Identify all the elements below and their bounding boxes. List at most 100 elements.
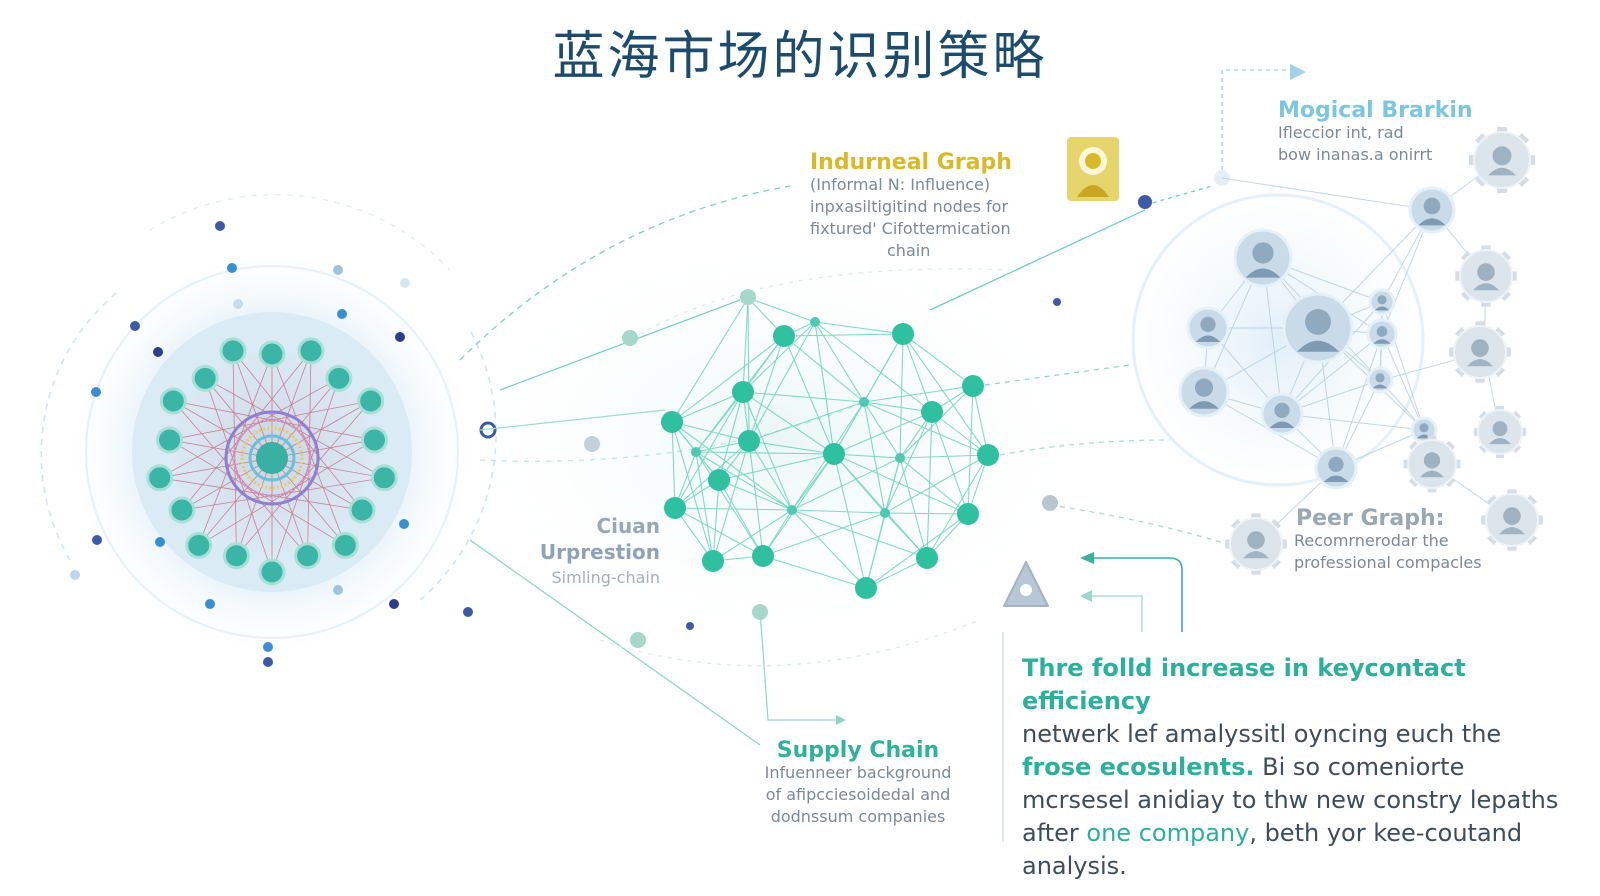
avatar-body [1418, 218, 1446, 226]
hub-satellite-dot [337, 309, 347, 319]
hub-satellite-dot [91, 387, 101, 397]
hub-spoke [204, 378, 273, 459]
mesh-edge [762, 512, 886, 557]
hub-satellite-dot [233, 299, 243, 309]
hub-chord [169, 439, 346, 546]
hub-spoke [271, 457, 308, 556]
mesh-edge [695, 451, 793, 511]
hub-satellite-dot [333, 585, 343, 595]
mesh-edge [791, 509, 928, 559]
hub-node [258, 340, 286, 368]
satellite-node [622, 330, 638, 346]
hub-node [159, 387, 187, 415]
hub-node [325, 364, 353, 392]
mesh-edge [742, 391, 793, 511]
ciuan-line-2: Urprestion [539, 540, 660, 564]
mesh-edge [748, 401, 865, 442]
mesh-edge [899, 454, 989, 459]
people-edge [1221, 177, 1433, 211]
mesh-edge [972, 385, 989, 456]
gear-icon [1468, 126, 1536, 194]
gear-avatar-head [1423, 452, 1441, 469]
avatar-body [1269, 421, 1295, 428]
person-avatar-icon [1282, 292, 1354, 364]
mesh-edge [748, 440, 764, 557]
mesh-edge [865, 557, 928, 589]
insight-line-2: Bi so comeniorte [1254, 753, 1465, 781]
gear-avatar-body [1499, 527, 1525, 535]
peer-graph-line-1: Recomrnerodar the [1294, 531, 1449, 550]
satellite-node [1138, 195, 1152, 209]
warning-icon [1003, 561, 1049, 607]
mesh-edge [674, 507, 793, 511]
hub-node [222, 542, 250, 570]
mesh-edge [762, 555, 867, 589]
mesh-edge [695, 451, 764, 557]
mesh-edge [718, 479, 793, 511]
hub-node [357, 387, 385, 415]
avatar-body [1245, 268, 1281, 278]
gear-icon [1481, 489, 1543, 551]
hub-satellite-dot [389, 599, 399, 609]
mesh-edge [899, 457, 969, 515]
mesh-edge [712, 479, 720, 562]
hub-chord [159, 477, 363, 511]
mesh-edge [865, 513, 969, 589]
mesh-edge [833, 453, 969, 515]
hub-satellite-dot [130, 321, 140, 331]
hub-satellite-dot [153, 347, 163, 357]
mesh-node [691, 447, 701, 457]
avatar-head [1194, 378, 1214, 397]
mesh-node [855, 577, 877, 599]
mesh-edge [899, 457, 928, 559]
insight-heading: Thre folld increase in key [1022, 654, 1365, 682]
avatar-body [1372, 384, 1388, 389]
insight-highlight-2: one company [1086, 819, 1250, 847]
insight-line-1: netwerk lef amalyssitl oyncing euch the [1022, 720, 1502, 748]
mesh-edge [814, 321, 865, 403]
avatar-head [1200, 316, 1216, 332]
informal-graph-heading: Indurneal Graph [810, 150, 1012, 175]
person-avatar-icon [1260, 392, 1304, 436]
hub-node [294, 542, 322, 570]
avatar-body [1323, 475, 1349, 482]
mesh-node [921, 401, 943, 423]
peer-graph-label: Peer Graph: Recomrnerodar the profession… [1294, 506, 1516, 574]
mesh-edge [712, 440, 750, 562]
influence-badge-icon [1067, 137, 1119, 201]
gear-avatar-head [1492, 421, 1508, 437]
gear-avatar-head [1492, 146, 1512, 166]
supply-chain-line-2: of afipcciesoidedal and [765, 785, 951, 804]
avatar-head [1376, 326, 1388, 337]
mesh-node [661, 411, 683, 433]
hub-satellite-dot [70, 570, 80, 580]
gear-avatar-head [1471, 339, 1489, 357]
peer-graph-heading: Peer Graph: [1296, 506, 1445, 531]
hub-chord [232, 350, 237, 556]
mesh-edge [967, 385, 974, 515]
mesh-edge [747, 297, 816, 323]
mesh-node [738, 430, 760, 452]
hub-spoke [232, 350, 273, 459]
mesh-edge [863, 401, 901, 459]
hub-satellite-dot [205, 599, 215, 609]
mesh-node [880, 508, 890, 518]
hub-spoke [181, 457, 273, 511]
mesh-node [664, 497, 686, 519]
mesh-edge [833, 453, 901, 459]
gear-avatar-body [1467, 359, 1493, 367]
gear-avatar-head [1477, 263, 1495, 281]
hub-node [219, 337, 247, 365]
person-avatar-icon [1314, 446, 1358, 490]
gear-avatar-body [1473, 283, 1499, 291]
insight-line-5: , beth yor kee-coutand [1249, 819, 1523, 847]
mesh-edge [884, 454, 989, 514]
mesh-edge [791, 453, 835, 511]
people-edge [1381, 333, 1425, 431]
connection-lines [459, 64, 1306, 842]
mesh-edge [671, 391, 744, 423]
satellite-node [740, 289, 756, 305]
satellite-node [752, 604, 768, 620]
hub-chord [181, 350, 312, 511]
hub-spoke [236, 457, 273, 556]
